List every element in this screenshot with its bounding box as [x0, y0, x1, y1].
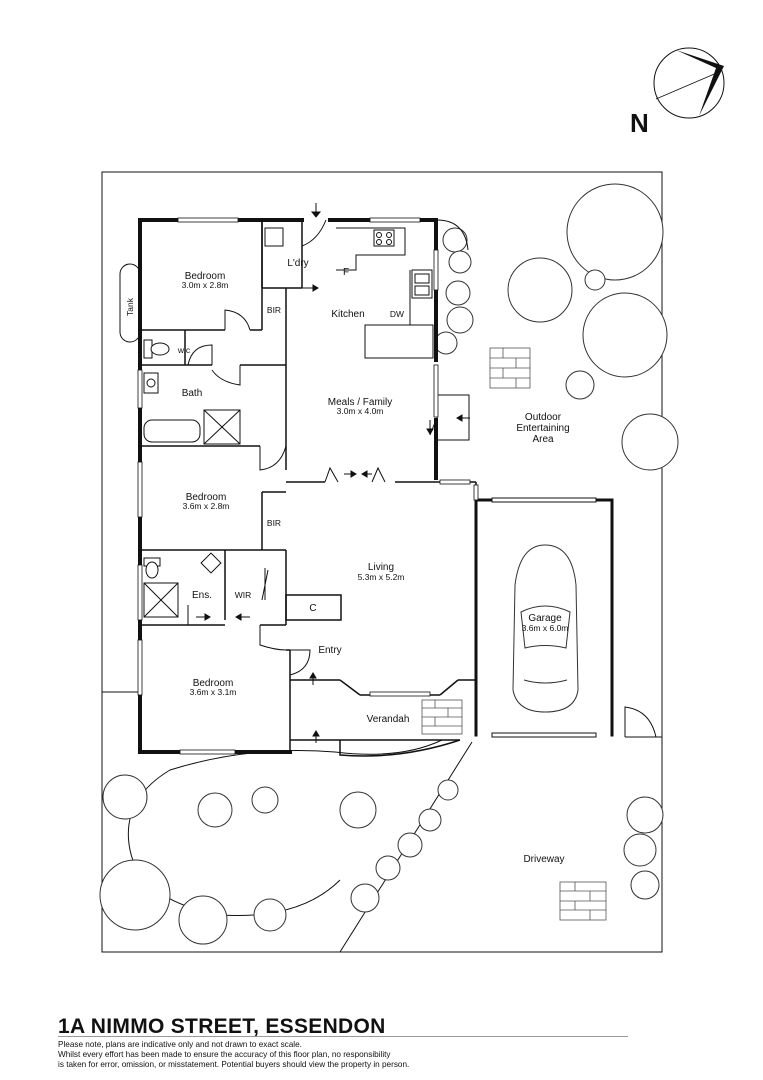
- laundry-trough-icon: [264, 227, 284, 247]
- compass: N: [630, 47, 725, 138]
- tree-icon: [566, 183, 664, 281]
- tree-icon: [418, 808, 442, 832]
- bir-2-label: BIR: [267, 518, 281, 528]
- tree-icon: [397, 832, 423, 858]
- tree-icon: [437, 779, 459, 801]
- ensuite-label: Ens.: [192, 590, 212, 601]
- kitchen-bench: [336, 227, 406, 271]
- tree-icon: [446, 306, 474, 334]
- outdoor-label-2: Entertaining: [516, 423, 569, 434]
- wir-label: WIR: [235, 590, 252, 600]
- property-boundary: [101, 171, 663, 953]
- garage-size: 3.6m x 6.0m: [522, 623, 569, 633]
- compass-arrow-icon: [676, 50, 724, 116]
- tree-icon: [251, 786, 279, 814]
- tree-icon: [350, 883, 380, 913]
- disclaimer-line: Please note, plans are indicative only a…: [58, 1040, 302, 1049]
- disclaimer: Please note, plans are indicative only a…: [58, 1040, 658, 1070]
- windows: [137, 217, 479, 755]
- property-title: 1A NIMMO STREET, ESSENDON: [58, 1015, 386, 1038]
- tank-label: Tank: [125, 297, 135, 316]
- tree-icon: [445, 280, 471, 306]
- bedroom-2-size: 3.6m x 2.8m: [183, 501, 230, 511]
- bedroom-1-size: 3.0m x 2.8m: [182, 280, 229, 290]
- tree-icon: [339, 791, 377, 829]
- outdoor-label-1: Outdoor: [525, 412, 562, 423]
- driveway: [339, 706, 662, 953]
- outdoor-label-3: Area: [532, 434, 554, 445]
- kitchen-label: Kitchen: [331, 309, 364, 320]
- bath-label: Bath: [182, 388, 203, 399]
- driveway-label: Driveway: [523, 854, 564, 865]
- compass-n-label: N: [630, 108, 649, 138]
- basin-icon: [200, 552, 222, 574]
- bir-1-label: BIR: [267, 305, 281, 315]
- title-divider: [58, 1036, 628, 1037]
- verandah-label: Verandah: [367, 714, 410, 725]
- bedroom-2-label: Bedroom: [186, 492, 227, 503]
- entry-label: Entry: [318, 645, 341, 656]
- compass-circle: [653, 47, 725, 119]
- fridge-label: F: [343, 267, 349, 278]
- garage-label: Garage: [528, 613, 562, 624]
- tree-icon: [197, 792, 233, 828]
- tree-icon: [178, 895, 228, 945]
- compass-line: [655, 71, 720, 100]
- disclaimer-line: is taken for error, omission, or misstat…: [58, 1060, 410, 1069]
- tree-icon: [565, 370, 595, 400]
- car-icon: [512, 544, 579, 713]
- external-walls: [138, 218, 438, 754]
- cupboard-label: C: [309, 603, 316, 614]
- bedroom-1-label: Bedroom: [185, 271, 226, 282]
- bedroom-3-size: 3.6m x 3.1m: [190, 687, 237, 697]
- dishwasher-label: DW: [390, 309, 404, 319]
- bedroom-3-label: Bedroom: [193, 678, 234, 689]
- tree-icon: [630, 870, 660, 900]
- garden-path: [127, 739, 443, 917]
- tree-icon: [434, 331, 458, 355]
- island-bench: [364, 324, 434, 359]
- garage-doors: [491, 497, 597, 738]
- tree-icon: [448, 250, 472, 274]
- trees: [99, 183, 679, 945]
- tree-icon: [102, 774, 148, 820]
- fixtures: [143, 227, 434, 618]
- tree-icon: [584, 269, 606, 291]
- tree-icon: [582, 292, 668, 378]
- disclaimer-line: Whilst every effort has been made to ens…: [58, 1050, 391, 1059]
- laundry-label: L'dry: [287, 258, 308, 269]
- tree-icon: [621, 413, 679, 471]
- tank: Tank: [119, 263, 141, 343]
- tree-icon: [626, 796, 664, 834]
- arrows: [196, 203, 470, 743]
- tree-icon: [99, 859, 171, 931]
- meals-family-size: 3.0m x 4.0m: [337, 406, 384, 416]
- tree-icon: [375, 855, 401, 881]
- tree-icon: [253, 898, 287, 932]
- living-size: 5.3m x 5.2m: [358, 572, 405, 582]
- bathtub-icon: [143, 419, 201, 443]
- living-label: Living: [368, 562, 394, 573]
- paving: [421, 347, 607, 921]
- doors: [187, 219, 437, 676]
- wc-label: w.c: [177, 345, 191, 355]
- tree-icon: [623, 833, 657, 867]
- tree-icon: [507, 257, 573, 323]
- room-labels: Bedroom 3.0m x 2.8m L'dry F Kitchen DW B…: [177, 258, 570, 865]
- internal-walls: [140, 220, 477, 757]
- tree-icon: [442, 227, 468, 253]
- meals-family-label: Meals / Family: [328, 397, 392, 408]
